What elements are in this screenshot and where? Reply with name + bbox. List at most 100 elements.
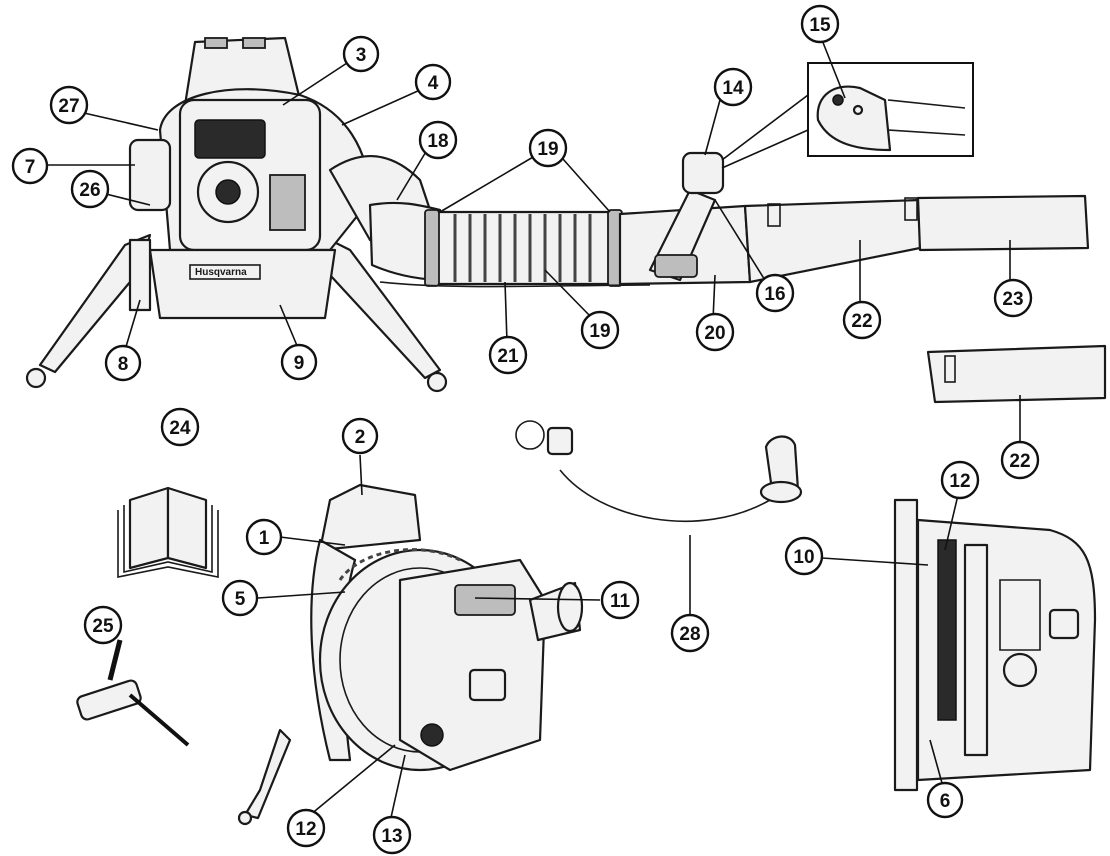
brand-label: Husqvarna xyxy=(195,267,247,278)
callout-18: 19 xyxy=(528,128,568,168)
svg-text:15: 15 xyxy=(809,15,831,36)
callout-4: 4 xyxy=(414,63,452,101)
callout-12-left: 12 xyxy=(286,808,326,848)
callout-12-right: 12 xyxy=(940,460,980,500)
starter-hub xyxy=(215,179,241,205)
svg-text:12: 12 xyxy=(295,819,316,840)
callout-23: 23 xyxy=(993,278,1033,318)
frame-clip-right xyxy=(242,37,266,49)
combination-wrench-illustration xyxy=(76,639,190,747)
power-unit-illustration xyxy=(237,483,584,826)
svg-text:13: 13 xyxy=(381,826,402,847)
fuel-cap xyxy=(468,668,507,702)
callout-22-top: 22 xyxy=(842,300,882,340)
svg-text:22: 22 xyxy=(851,311,872,332)
callout-16: 16 xyxy=(755,273,795,313)
backplate xyxy=(893,498,919,792)
strap-end-left xyxy=(25,367,47,389)
operator-manual-illustration xyxy=(117,486,219,578)
hip-strap xyxy=(243,728,292,820)
callout-10: 10 xyxy=(784,536,824,576)
callout-13: 13 xyxy=(372,815,412,855)
svg-text:3: 3 xyxy=(356,45,367,66)
throttle-detail-inset xyxy=(721,62,974,169)
throttle-cable-illustration xyxy=(515,420,803,523)
callout-9: 9 xyxy=(280,343,318,381)
svg-text:12: 12 xyxy=(949,471,970,492)
nozzle xyxy=(916,194,1090,252)
callout-2: 2 xyxy=(341,417,379,455)
side-filter xyxy=(937,539,957,721)
flex-hose xyxy=(428,210,617,286)
callout-15: 15 xyxy=(800,4,840,44)
svg-text:24: 24 xyxy=(169,418,191,439)
callouts: 3 4 27 7 26 18 19 14 15 16 20 19 21 22 2… xyxy=(11,4,1040,855)
callout-20: 20 xyxy=(695,312,735,352)
svg-text:4: 4 xyxy=(428,73,439,94)
blower-tube-assembly xyxy=(368,151,1090,288)
throttle-control xyxy=(681,151,725,195)
svg-text:9: 9 xyxy=(294,353,305,374)
svg-text:10: 10 xyxy=(793,547,814,568)
svg-text:2: 2 xyxy=(355,427,366,448)
leader-lines xyxy=(44,39,1021,823)
svg-text:5: 5 xyxy=(235,589,246,610)
svg-text:20: 20 xyxy=(704,323,725,344)
throttle-handle-grip xyxy=(764,435,800,492)
primer-bulb xyxy=(420,723,444,747)
engine-vent xyxy=(194,119,266,159)
svg-text:7: 7 xyxy=(25,157,36,178)
frame-clip-left xyxy=(204,37,228,49)
callout-7: 7 xyxy=(11,147,49,185)
fuel-tank xyxy=(148,248,337,320)
assembled-blower-illustration: Husqvarna xyxy=(25,36,448,393)
strap-end-right xyxy=(426,371,448,393)
brand-plate xyxy=(189,264,261,280)
callout-26: 26 xyxy=(70,169,110,209)
frame-leg-left xyxy=(128,238,152,312)
svg-text:8: 8 xyxy=(118,354,129,375)
svg-text:19: 19 xyxy=(589,321,610,342)
throttle-cable xyxy=(379,281,651,288)
tube-section xyxy=(743,198,922,284)
handle-clamp xyxy=(654,254,698,278)
callout-19: 19 xyxy=(580,310,620,350)
side-view-illustration xyxy=(893,498,1097,792)
callout-24: 24 xyxy=(160,407,200,447)
side-frame xyxy=(963,543,989,757)
callout-21: 21 xyxy=(488,335,528,375)
callout-6: 6 xyxy=(926,781,964,819)
svg-text:27: 27 xyxy=(58,96,79,117)
callout-17: 18 xyxy=(418,120,458,160)
spare-tube-section xyxy=(926,344,1107,404)
callout-3: 3 xyxy=(342,35,380,73)
callout-14: 14 xyxy=(713,67,753,107)
callout-25: 25 xyxy=(83,605,123,645)
svg-text:16: 16 xyxy=(764,284,785,305)
cylinder-cover xyxy=(454,584,516,616)
svg-text:26: 26 xyxy=(79,180,100,201)
hose-clamp-left xyxy=(424,209,440,287)
callout-8: 8 xyxy=(104,344,142,382)
svg-text:28: 28 xyxy=(679,624,700,645)
callout-22-bottom: 22 xyxy=(1000,440,1040,480)
svg-text:23: 23 xyxy=(1002,289,1023,310)
svg-text:19: 19 xyxy=(537,139,558,160)
callout-28: 28 xyxy=(670,613,710,653)
fuel-cap-area xyxy=(269,174,306,231)
svg-text:22: 22 xyxy=(1009,451,1030,472)
callout-11: 11 xyxy=(600,580,640,620)
svg-text:25: 25 xyxy=(92,616,114,637)
svg-text:14: 14 xyxy=(722,78,744,99)
svg-text:6: 6 xyxy=(940,791,951,812)
air-filter-cover xyxy=(128,138,172,212)
svg-text:18: 18 xyxy=(427,131,448,152)
svg-text:11: 11 xyxy=(610,591,631,612)
svg-text:1: 1 xyxy=(259,528,270,549)
svg-text:21: 21 xyxy=(497,346,519,367)
harness-frame-top xyxy=(318,483,422,552)
callout-1: 1 xyxy=(245,518,283,556)
callout-5: 5 xyxy=(221,579,259,617)
callout-27: 27 xyxy=(49,85,89,125)
